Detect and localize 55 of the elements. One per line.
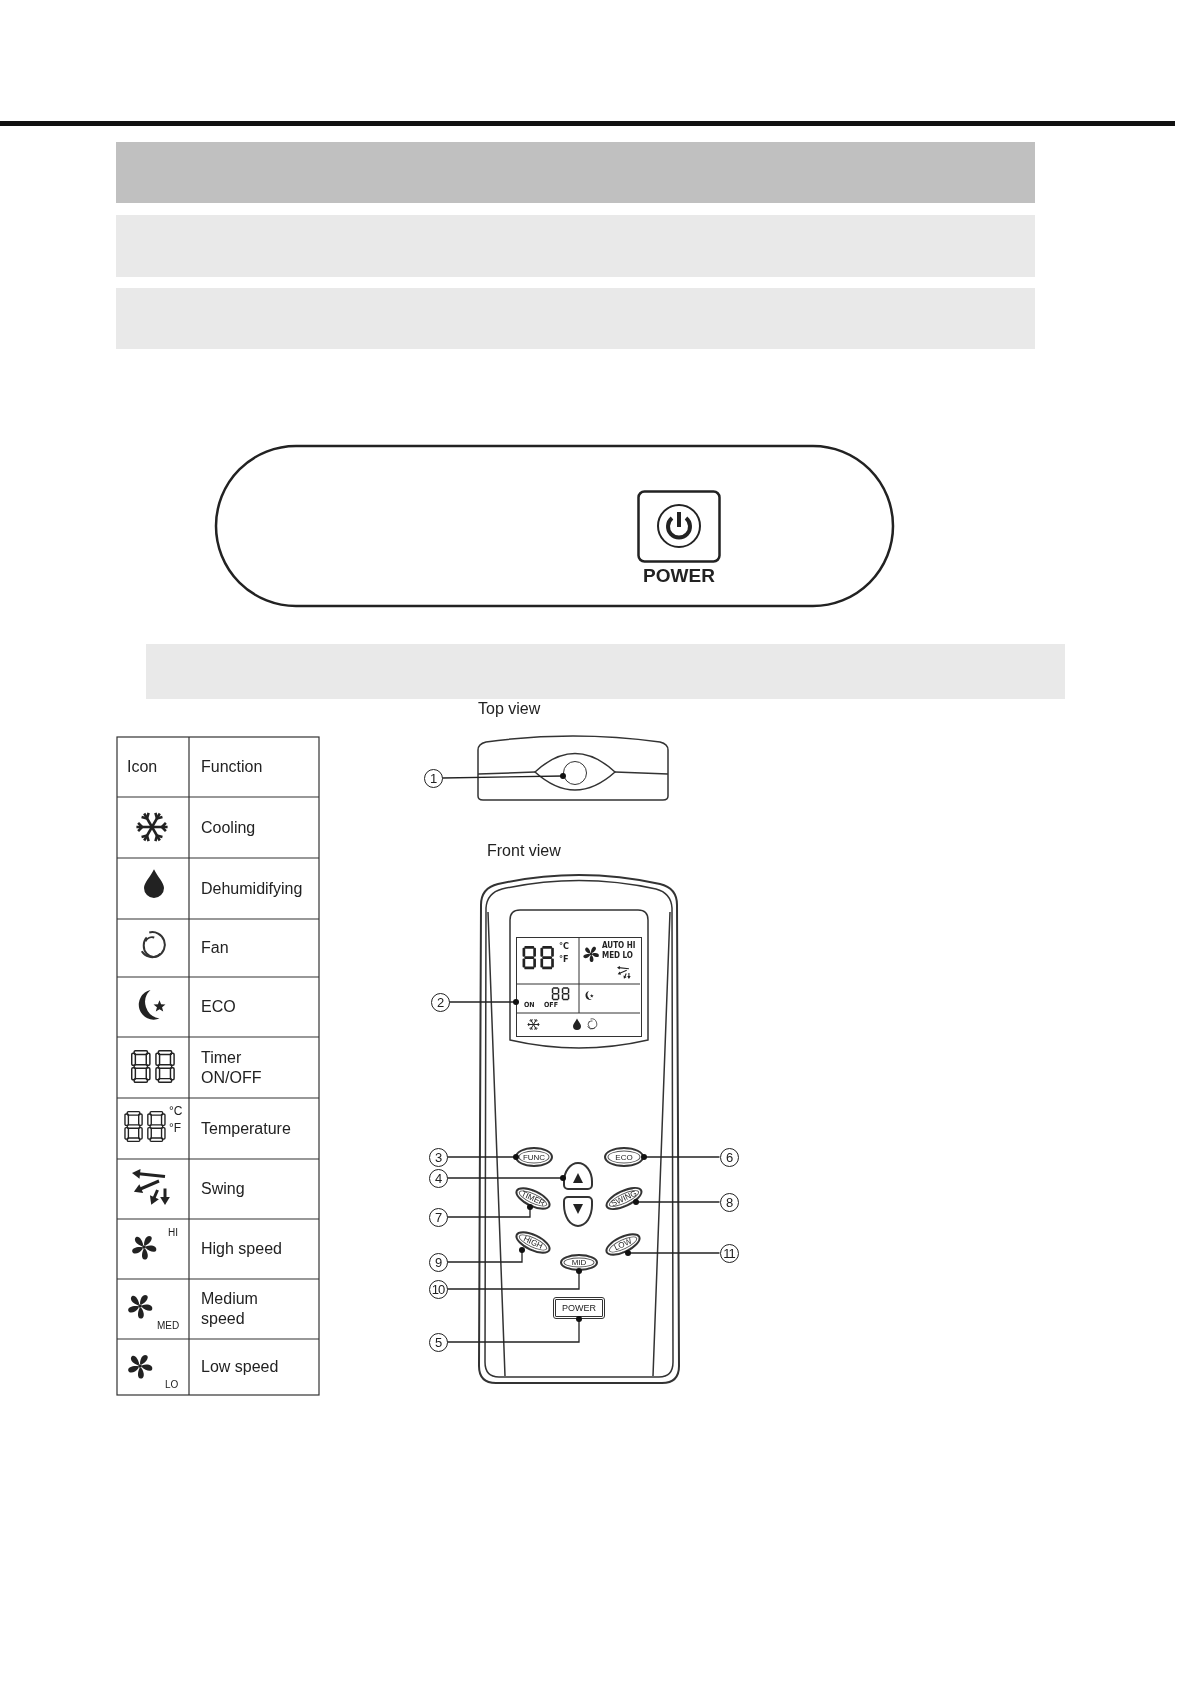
callout-number: 4 (428, 1168, 448, 1188)
table-text: ECO (201, 997, 237, 1017)
view-caption: Top view (478, 701, 542, 717)
table-text: High speed (201, 1239, 283, 1259)
leader-line (448, 999, 519, 1005)
lcd-display (516, 937, 642, 1037)
callout-number: 6 (719, 1147, 739, 1167)
leader-line (446, 1316, 582, 1343)
display-text: °F (559, 955, 569, 964)
display-text: MED LO (602, 952, 633, 960)
icon-caption: °F (169, 1122, 183, 1134)
leader-line (441, 773, 566, 779)
callout-number: 5 (428, 1332, 448, 1352)
callout-number: 11 (719, 1243, 739, 1263)
leader-line (446, 1247, 525, 1263)
table-text: Medium speed (201, 1289, 259, 1329)
leader-line (446, 1268, 582, 1290)
table-text: Cooling (201, 817, 257, 838)
leader-line (446, 1204, 533, 1218)
callout-number: 1 (423, 768, 443, 788)
leader-line (633, 1199, 721, 1205)
table-header: Icon (127, 757, 159, 777)
callout-number: 10 (428, 1279, 448, 1299)
icon-caption: MED (157, 1321, 181, 1331)
table-text: Fan (201, 938, 230, 958)
table-text: Temperature (201, 1118, 292, 1139)
display-text: AUTO HI (602, 942, 636, 950)
table-text: Timer ON/OFF (201, 1047, 263, 1088)
leader-line (446, 1175, 566, 1181)
callout-number: 7 (428, 1207, 448, 1227)
table-text: Low speed (201, 1357, 280, 1377)
remote-button: ECO (604, 1147, 644, 1167)
table-text: Dehumidifying (201, 878, 304, 899)
leader-line (625, 1250, 721, 1256)
remote-button: FUNC (515, 1147, 553, 1167)
icon-caption: LO (165, 1380, 180, 1390)
leader-line (641, 1154, 721, 1160)
view-caption: Front view (487, 843, 562, 859)
icon-caption: HI (168, 1228, 179, 1238)
display-text: °C (559, 942, 569, 951)
icon-caption: °C (169, 1105, 184, 1117)
up-button (563, 1162, 593, 1190)
callout-number: 3 (428, 1147, 448, 1167)
callout-number: 2 (430, 992, 450, 1012)
down-button (563, 1196, 593, 1227)
remote-button: MID (560, 1254, 598, 1271)
table-header: Function (201, 757, 264, 777)
callout-number: 9 (428, 1252, 448, 1272)
leader-line (446, 1154, 519, 1160)
callout-number: 8 (719, 1192, 739, 1212)
infrared-emitter (563, 761, 587, 785)
shaded-band (116, 142, 1035, 203)
table-text: Swing (201, 1179, 246, 1199)
button-label: POWER (642, 566, 716, 585)
power-button: POWER (553, 1297, 605, 1319)
